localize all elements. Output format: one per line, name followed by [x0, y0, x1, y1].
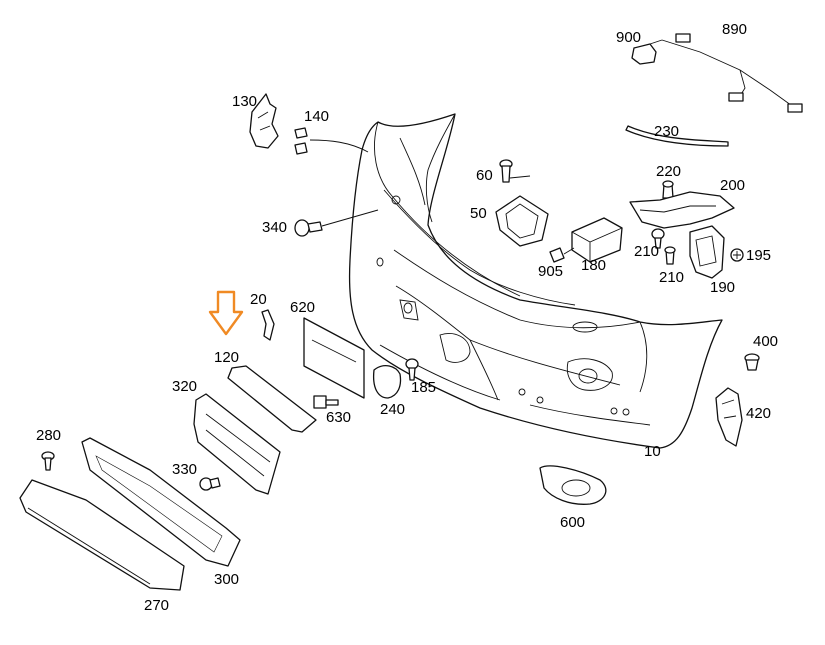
trim-strip: [625, 125, 729, 147]
label-280: 280: [36, 427, 61, 444]
label-900: 900: [616, 29, 641, 46]
label-230: 230: [654, 123, 679, 140]
clip-400: [744, 353, 760, 371]
bracket-420: [715, 387, 743, 447]
leader-140: [309, 139, 369, 153]
connector-900: [631, 39, 663, 65]
bracket-130: [249, 93, 279, 149]
mesh-grille-270: [19, 479, 185, 591]
label-210a: 210: [634, 243, 659, 260]
screw-630: [313, 395, 339, 409]
label-890: 890: [722, 21, 747, 38]
label-320: 320: [172, 378, 197, 395]
clip-210a: [651, 228, 665, 249]
label-620: 620: [290, 299, 315, 316]
clip-210b: [664, 246, 676, 265]
grille-50: [495, 195, 549, 247]
label-200: 200: [720, 177, 745, 194]
grille-insert-120: [227, 365, 317, 433]
tow-cap-240: [372, 364, 402, 399]
label-140: 140: [304, 108, 329, 125]
clip-60: [499, 159, 531, 183]
label-630: 630: [326, 409, 351, 426]
label-60: 60: [476, 167, 493, 184]
label-10: 10: [644, 443, 661, 460]
wiring-harness: [661, 33, 803, 113]
label-240: 240: [380, 401, 405, 418]
label-400: 400: [753, 333, 778, 350]
label-220: 220: [656, 163, 681, 180]
clip-140: [294, 127, 308, 155]
bracket-200: [629, 191, 735, 229]
license-plate-620: [303, 317, 365, 399]
label-300: 300: [214, 571, 239, 588]
label-210b: 210: [659, 269, 684, 286]
label-190: 190: [710, 279, 735, 296]
clip-20: [261, 309, 275, 341]
plate-mount-320: [193, 393, 281, 495]
screw-340: [294, 209, 379, 237]
connector-905: [549, 247, 575, 263]
module-180: [571, 217, 623, 263]
label-50: 50: [470, 205, 487, 222]
label-195: 195: [746, 247, 771, 264]
label-600: 600: [560, 514, 585, 531]
front-bumper-cover: [348, 113, 723, 449]
clip-220: [662, 180, 674, 199]
highlight-arrow: [208, 290, 244, 336]
label-185: 185: [411, 379, 436, 396]
lower-grille-300: [81, 437, 241, 567]
label-340: 340: [262, 219, 287, 236]
clip-195: [730, 248, 744, 262]
screw-280: [41, 451, 55, 471]
label-905: 905: [538, 263, 563, 280]
label-130: 130: [232, 93, 257, 110]
label-270: 270: [144, 597, 169, 614]
clip-185: [405, 358, 419, 381]
bracket-190: [689, 225, 725, 279]
screw-330: [199, 477, 221, 491]
label-120: 120: [214, 349, 239, 366]
label-180: 180: [581, 257, 606, 274]
label-330: 330: [172, 461, 197, 478]
fog-trim-600: [539, 465, 607, 505]
label-20: 20: [250, 291, 267, 308]
label-420: 420: [746, 405, 771, 422]
